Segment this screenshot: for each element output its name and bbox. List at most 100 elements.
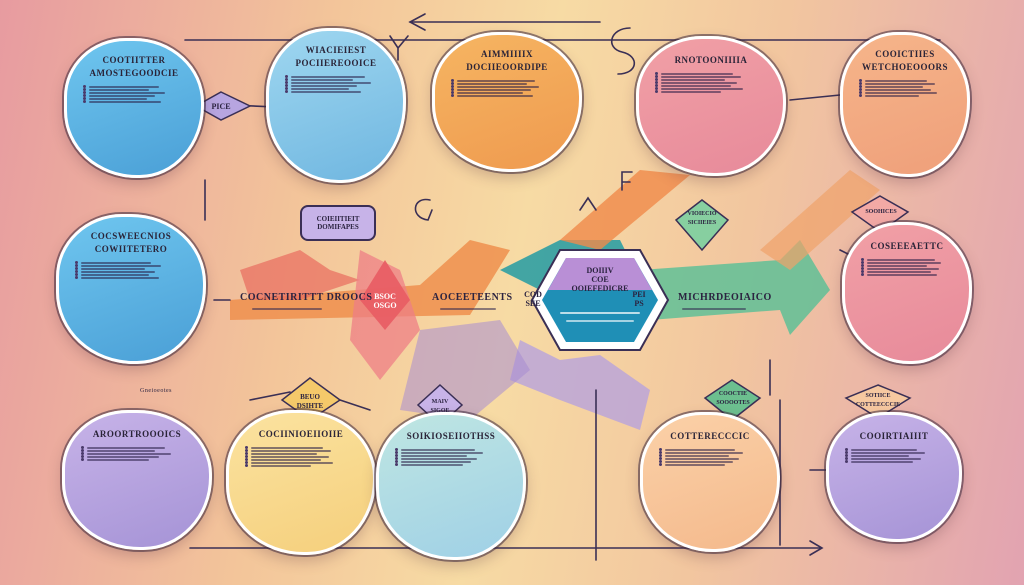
label-underline <box>252 308 322 310</box>
tag-sources: SOOHICES <box>865 209 897 215</box>
list-item <box>845 448 943 451</box>
list-item <box>245 455 357 458</box>
node-subtitle: COWIITETERO <box>94 244 168 254</box>
list-item <box>395 463 507 466</box>
list-item <box>451 94 563 97</box>
list-item <box>859 91 951 94</box>
list-item <box>395 448 507 451</box>
list-item <box>655 87 767 90</box>
tag-left-diamond: BSOC OSGO <box>373 292 397 310</box>
list-item <box>659 460 761 463</box>
node-subtitle: DOCIIEOORDIPE <box>466 62 548 72</box>
list-item <box>245 446 357 449</box>
node-list <box>861 258 953 276</box>
node-n2[interactable]: WIACIEIEST POCIIEREOOICE <box>266 28 406 183</box>
node-n12[interactable]: COOIRTIAIIIT <box>826 412 962 542</box>
list-item <box>81 449 193 452</box>
list-item <box>859 94 951 97</box>
list-item <box>285 84 387 87</box>
tag-right-peach: SOTIICE COTTEECCCIE <box>855 393 901 408</box>
line-bottom-left <box>249 391 291 401</box>
node-list <box>655 72 767 93</box>
node-title: AIMMIIIIX <box>480 49 533 59</box>
node-title: COOICTIIES <box>875 49 935 59</box>
list-item <box>451 82 563 85</box>
node-n10[interactable]: SOIKIOSEIIOTHSS <box>376 412 526 560</box>
node-n9[interactable]: COCIINIOEIIOIIE <box>226 410 376 555</box>
list-item <box>75 264 187 267</box>
node-n3[interactable]: AIMMIIIIX DOCIIEOORDIPE <box>432 32 582 172</box>
node-subtitle: SOIKIOSEIIOTHSS <box>406 431 496 441</box>
node-subtitle: COOIRTIAIIIT <box>859 431 929 441</box>
node-subtitle: COSEEEAETTC <box>870 241 944 251</box>
list-item <box>245 458 357 461</box>
label-underline <box>682 308 746 310</box>
squiggle-ln <box>579 196 597 211</box>
label-mid-right: MICHRDEOIAICO <box>678 292 772 303</box>
node-list <box>81 446 193 461</box>
hex-line <box>566 320 634 322</box>
node-list <box>285 75 387 93</box>
list-item <box>861 270 953 273</box>
arrow-top-left <box>408 13 426 31</box>
list-item <box>395 454 507 457</box>
squiggle-s <box>610 27 636 75</box>
flow-band-orange-right <box>760 170 880 270</box>
list-item <box>285 81 387 84</box>
node-subtitle: AROORTROOOICS <box>92 429 182 439</box>
tag-ps: PEI PS <box>632 290 646 308</box>
tag-pice: PICE <box>211 102 231 111</box>
chip-label: COIEIITIEIT DOMIFAPES <box>316 215 360 231</box>
center-hexagon-violet <box>548 258 652 290</box>
list-item <box>83 88 185 91</box>
list-item <box>451 85 563 88</box>
list-item <box>655 90 767 93</box>
list-item <box>859 79 951 82</box>
flow-band-violet <box>510 340 650 430</box>
list-item <box>81 455 193 458</box>
list-item <box>245 461 357 464</box>
diamond-left-mid <box>360 260 410 330</box>
list-item <box>845 451 943 454</box>
label-underline <box>440 308 496 310</box>
list-item <box>655 75 767 78</box>
tag-right-green: COOCTIE SOOOOTES <box>716 391 750 406</box>
node-subtitle: RNOTOONIIIIA <box>674 55 748 65</box>
list-item <box>861 273 953 276</box>
node-n1[interactable]: COOTIITTER AMOSTEGOODCIE <box>64 38 204 178</box>
line-bot-mid <box>339 399 371 411</box>
node-n6[interactable]: COCSWEECNIOS COWIITETERO <box>56 214 206 364</box>
node-list <box>845 448 943 463</box>
node-list <box>859 79 951 97</box>
chip-center-top[interactable]: COIEIITIEIT DOMIFAPES <box>300 205 376 241</box>
list-item <box>83 97 185 100</box>
list-item <box>861 264 953 267</box>
list-item <box>285 90 387 93</box>
list-item <box>81 452 193 455</box>
list-item <box>861 258 953 261</box>
node-subtitle: COTTERECCCIC <box>670 431 750 441</box>
node-n4[interactable]: RNOTOONIIIIA <box>636 36 786 176</box>
flow-band-orange-top <box>560 170 690 250</box>
line-bottom-arrow <box>809 540 824 556</box>
node-n8[interactable]: AROORTROOOICS <box>62 410 212 550</box>
list-item <box>75 267 187 270</box>
list-item <box>81 458 193 461</box>
node-list <box>451 79 563 97</box>
list-item <box>83 91 185 94</box>
node-list <box>75 261 187 279</box>
node-subtitle: POCIIEREOOICE <box>295 58 377 68</box>
node-subtitle: AMOSTEGOODCIE <box>89 68 179 78</box>
list-item <box>83 94 185 97</box>
list-item <box>83 85 185 88</box>
node-n5[interactable]: COOICTIIES WETCHOEOOORS <box>840 32 970 177</box>
list-item <box>659 463 761 466</box>
node-n11[interactable]: COTTERECCCIC <box>640 412 780 552</box>
node-list <box>83 85 185 103</box>
node-title: COOTIITTER <box>102 55 166 65</box>
node-subtitle: WETCHOEOOORS <box>861 62 948 72</box>
node-n7[interactable]: COSEEEAETTC <box>842 222 972 364</box>
label-mid-left: COCNETIRITTT DROOCS <box>240 292 373 303</box>
line-right-top <box>789 94 841 101</box>
